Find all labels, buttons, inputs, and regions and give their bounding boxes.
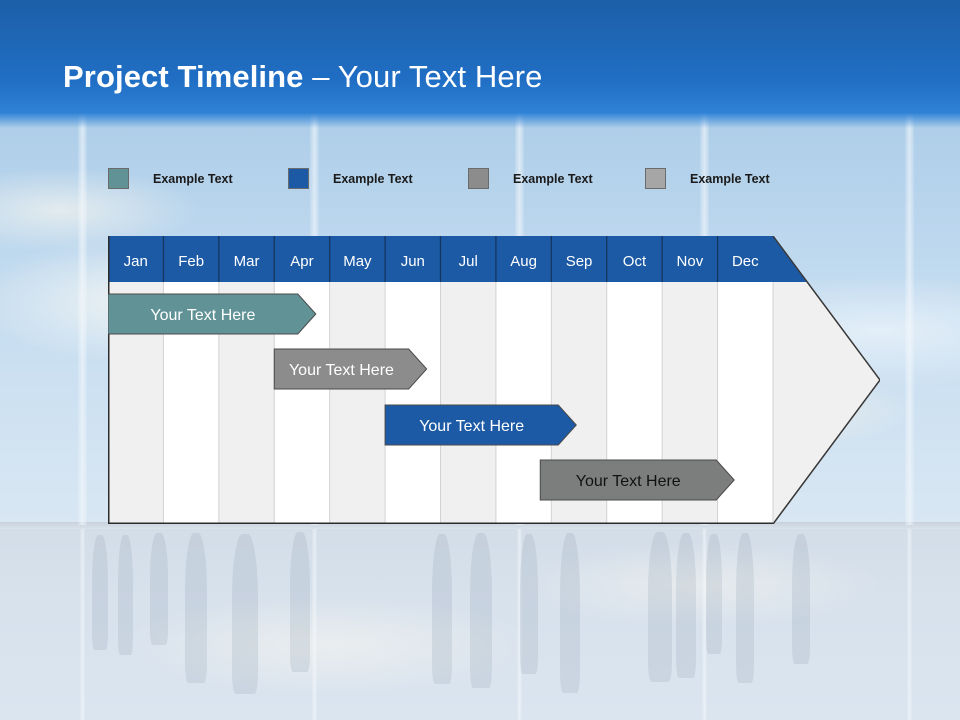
floor-edge-line: [0, 522, 960, 529]
window-mullion: [78, 0, 87, 525]
legend-label: Example Text: [333, 171, 413, 186]
legend: Example Text Example Text Example Text Exam…: [108, 168, 808, 194]
month-header-band: [108, 236, 808, 282]
month-header-feb[interactable]: Feb: [178, 253, 204, 270]
timeline-bar-3[interactable]: Your Text Here: [384, 404, 577, 446]
timeline-bar-shape: [108, 293, 317, 335]
legend-label: Example Text: [153, 171, 233, 186]
window-mullion-reflection: [702, 529, 707, 720]
month-header-oct[interactable]: Oct: [623, 253, 647, 270]
legend-swatch-icon: [468, 168, 489, 189]
month-column-jun: [385, 282, 441, 524]
timeline-bar-1[interactable]: Your Text Here: [108, 293, 317, 335]
reflected-figure: [560, 533, 580, 693]
month-header-jan[interactable]: Jan: [124, 253, 148, 270]
month-header-nov[interactable]: Nov: [677, 253, 704, 270]
reflected-figure: [792, 534, 810, 664]
month-column-jul: [440, 282, 496, 524]
timeline-bar-shape: [539, 459, 735, 501]
legend-item-3[interactable]: Example Text: [468, 168, 593, 189]
reflected-figure: [520, 534, 538, 674]
reflected-figure: [118, 535, 133, 655]
legend-swatch-icon: [288, 168, 309, 189]
reflected-figure: [185, 533, 207, 683]
legend-label: Example Text: [690, 171, 770, 186]
reflected-figure: [736, 533, 754, 683]
month-header-jun[interactable]: Jun: [401, 253, 425, 270]
month-header-aug[interactable]: Aug: [510, 253, 537, 270]
legend-item-2[interactable]: Example Text: [288, 168, 413, 189]
reflected-figure: [432, 534, 452, 684]
page-title-bold: Project Timeline: [63, 59, 304, 94]
reflected-figure: [648, 532, 672, 682]
title-banner: [0, 0, 960, 128]
legend-item-4[interactable]: Example Text: [645, 168, 770, 189]
chart-arrow-head-outline: [772, 236, 880, 524]
month-header-may[interactable]: May: [343, 253, 372, 270]
reflected-figure: [150, 533, 168, 645]
timeline-bar-4[interactable]: Your Text Here: [539, 459, 735, 501]
background-glass-floor: [0, 525, 960, 720]
reflected-figure: [470, 533, 492, 688]
page-title-rest: – Your Text Here: [303, 59, 543, 94]
window-mullion-reflection: [907, 529, 912, 720]
window-mullion-reflection: [80, 529, 85, 720]
legend-item-1[interactable]: Example Text: [108, 168, 233, 189]
window-mullion: [905, 0, 914, 525]
reflected-figure: [92, 535, 108, 650]
month-column-may: [329, 282, 386, 524]
timeline-bar-label: Your Text Here: [576, 473, 681, 490]
timeline-bar-label: Your Text Here: [289, 362, 394, 379]
window-mullion-reflection: [517, 529, 522, 720]
legend-swatch-icon: [645, 168, 666, 189]
reflected-figure: [232, 534, 258, 694]
reflected-figure: [290, 532, 310, 672]
legend-label: Example Text: [513, 171, 593, 186]
timeline-bar-label: Your Text Here: [150, 307, 255, 324]
timeline-bar-shape: [384, 404, 577, 446]
reflected-figure: [706, 534, 722, 654]
month-header-dec[interactable]: Dec: [732, 253, 759, 270]
window-mullion-reflection: [312, 529, 317, 720]
month-header-apr[interactable]: Apr: [290, 253, 313, 270]
timeline-bar-shape: [273, 348, 428, 390]
timeline-bar-2[interactable]: Your Text Here: [273, 348, 428, 390]
page-title: Project Timeline – Your Text Here: [63, 59, 542, 95]
month-header-jul[interactable]: Jul: [459, 253, 478, 270]
legend-swatch-icon: [108, 168, 129, 189]
reflected-figure: [676, 533, 696, 678]
month-header-sep[interactable]: Sep: [566, 253, 593, 270]
month-header-mar[interactable]: Mar: [234, 253, 260, 270]
timeline-bar-label: Your Text Here: [419, 418, 524, 435]
